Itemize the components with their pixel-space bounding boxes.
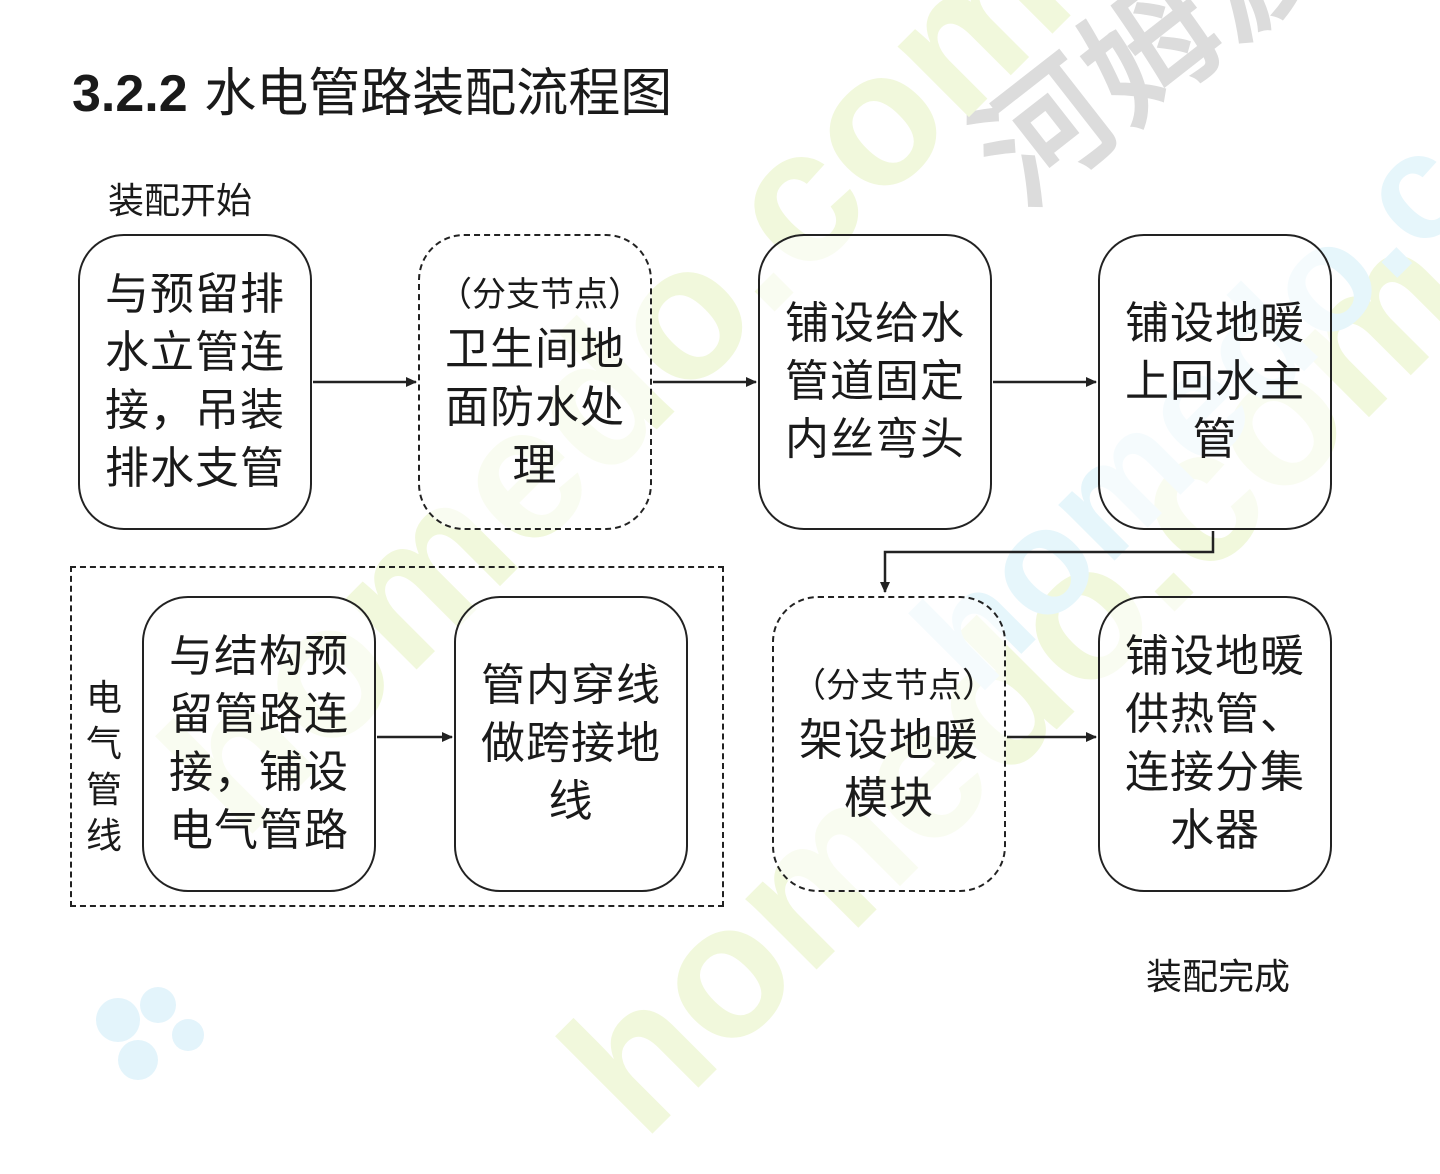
start-label: 装配开始: [108, 181, 253, 222]
electrical-conduit-box: 与结构预留管路连接，铺设电气管路: [142, 596, 376, 892]
page-title: 3.2.2 水电管路装配流程图: [72, 62, 672, 126]
floor-heating-module-text: 架设地暖模块: [799, 715, 979, 824]
electrical-group-label: 电气管线: [85, 678, 122, 857]
section-number: 3.2.2: [72, 65, 188, 123]
bathroom-waterproof-text: 卫生间地面防水处理: [445, 324, 625, 491]
wire-threading-text: 管内穿线做跨接地线: [481, 660, 661, 827]
branch-node-label: （分支节点）: [438, 275, 642, 315]
watermark-logo-icon: [96, 987, 204, 1080]
electrical-group-frame: [70, 566, 724, 907]
connect-drain-text: 与预留排水立管连接，吊装排水支管: [105, 269, 285, 494]
floor-heating-supply-text: 铺设地暖供热管、连接分集水器: [1125, 631, 1305, 856]
arrow-return-to-module: [880, 531, 1215, 593]
wire-threading-box: 管内穿线做跨接地线: [454, 596, 688, 892]
electrical-conduit-text: 与结构预留管路连接，铺设电气管路: [169, 631, 349, 856]
connect-drain-box: 与预留排水立管连接，吊装排水支管: [78, 234, 312, 530]
floor-heating-module-box: （分支节点） 架设地暖模块: [772, 596, 1006, 892]
section-title: 水电管路装配流程图: [204, 64, 673, 124]
connector-arrows: [313, 377, 1215, 742]
water-supply-text: 铺设给水管道固定内丝弯头: [785, 298, 965, 465]
floor-heating-supply-box: 铺设地暖供热管、连接分集水器: [1098, 596, 1332, 892]
floor-heating-return-box: 铺设地暖上回水主管: [1098, 234, 1332, 530]
floor-heating-return-text: 铺设地暖上回水主管: [1125, 298, 1305, 465]
bathroom-waterproof-box: （分支节点） 卫生间地面防水处理: [418, 234, 652, 530]
branch-node-label: （分支节点）: [792, 666, 996, 706]
water-supply-box: 铺设给水管道固定内丝弯头: [758, 234, 992, 530]
end-label: 装配完成: [1146, 957, 1291, 998]
